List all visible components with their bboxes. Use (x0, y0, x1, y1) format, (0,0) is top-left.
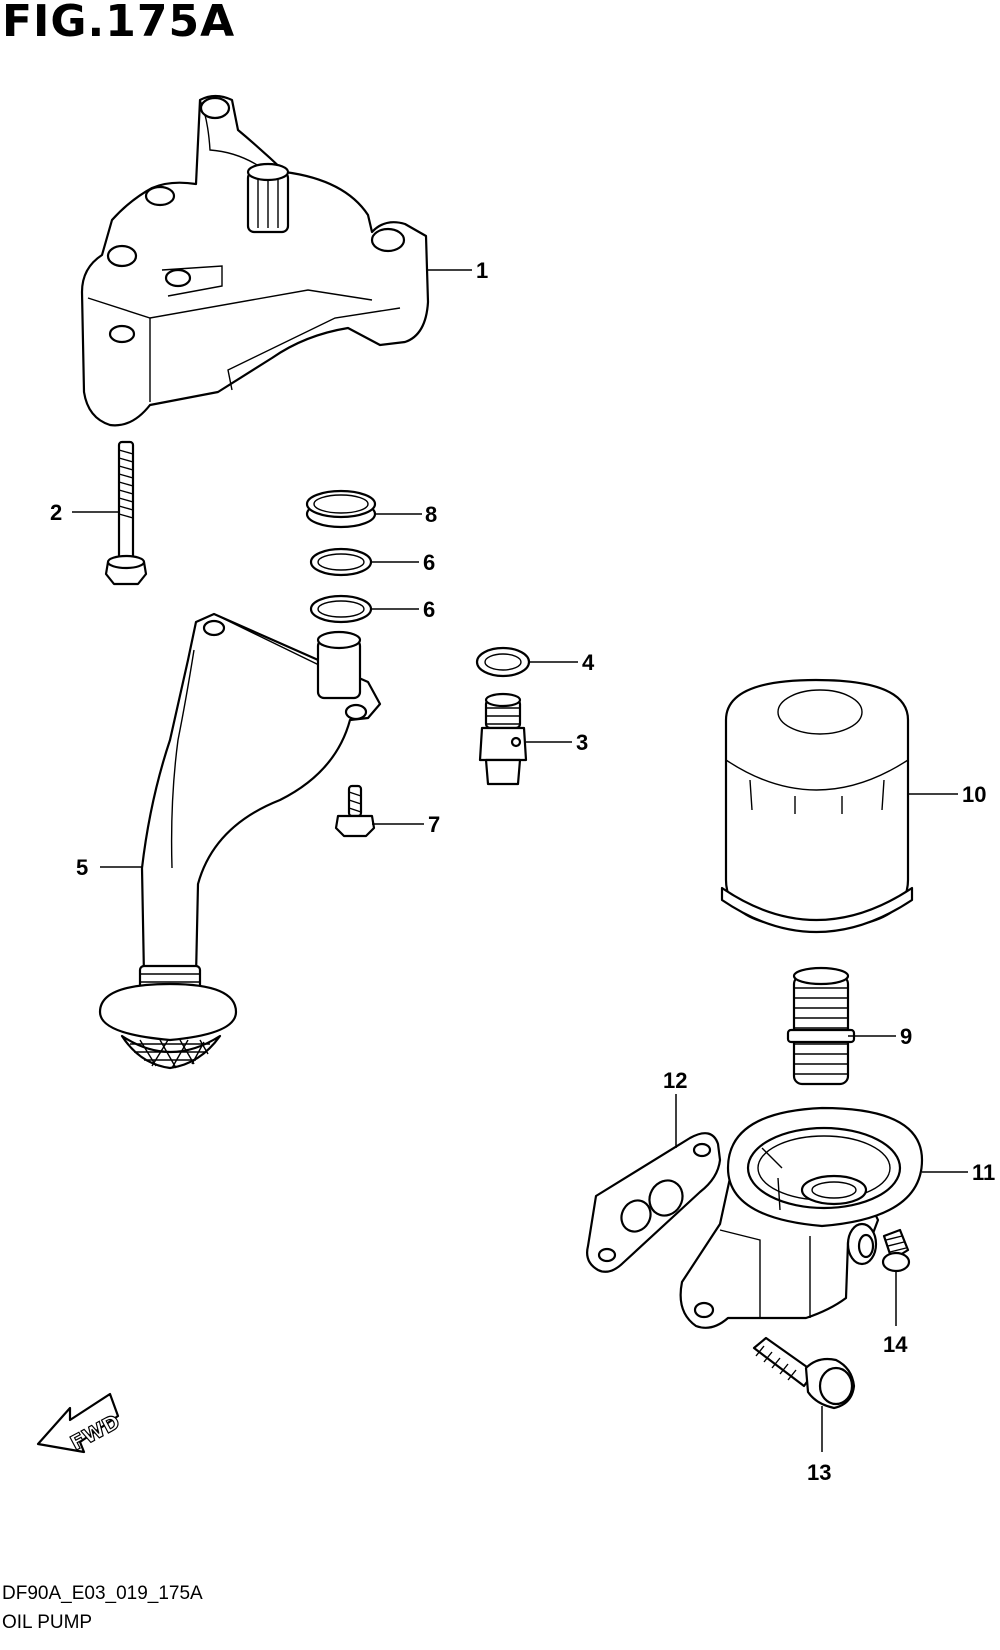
callout-14: 14 (883, 1332, 908, 1357)
oil-filter-case (679, 1106, 924, 1329)
callout-3: 3 (576, 730, 588, 755)
callout-13: 13 (807, 1460, 831, 1485)
pump-bolt (104, 440, 148, 586)
o-ring-upper (309, 547, 373, 577)
callout-6a: 6 (423, 550, 435, 575)
o-ring-large (305, 489, 377, 529)
callout-5: 5 (76, 855, 88, 880)
plug (881, 1228, 911, 1273)
union-fitting (478, 692, 528, 786)
gasket-ring (475, 646, 531, 678)
callout-4: 4 (582, 650, 595, 675)
callout-2: 2 (50, 500, 62, 525)
o-ring-lower (309, 594, 373, 624)
filter-union (786, 966, 856, 1086)
callout-1: 1 (476, 258, 488, 283)
figure-name: OIL PUMP (2, 1612, 93, 1633)
callout-11: 11 (972, 1160, 995, 1185)
oil-pump-body (80, 94, 430, 427)
strainer-bolt (334, 784, 376, 838)
callout-10: 10 (962, 782, 986, 807)
figure-code: DF90A_E03_019_175A (2, 1583, 203, 1604)
figure-title: FIG.175A (2, 0, 236, 47)
case-bolt (752, 1336, 856, 1410)
callout-12: 12 (663, 1068, 687, 1093)
fwd-arrow-icon: FWD (36, 1392, 124, 1456)
callout-7: 7 (428, 812, 440, 837)
callout-6b: 6 (423, 597, 435, 622)
callout-8: 8 (425, 502, 437, 527)
callout-9: 9 (900, 1024, 912, 1049)
filter-case-gasket (586, 1132, 722, 1273)
oil-strainer (98, 612, 382, 1070)
oil-filter (720, 678, 914, 933)
